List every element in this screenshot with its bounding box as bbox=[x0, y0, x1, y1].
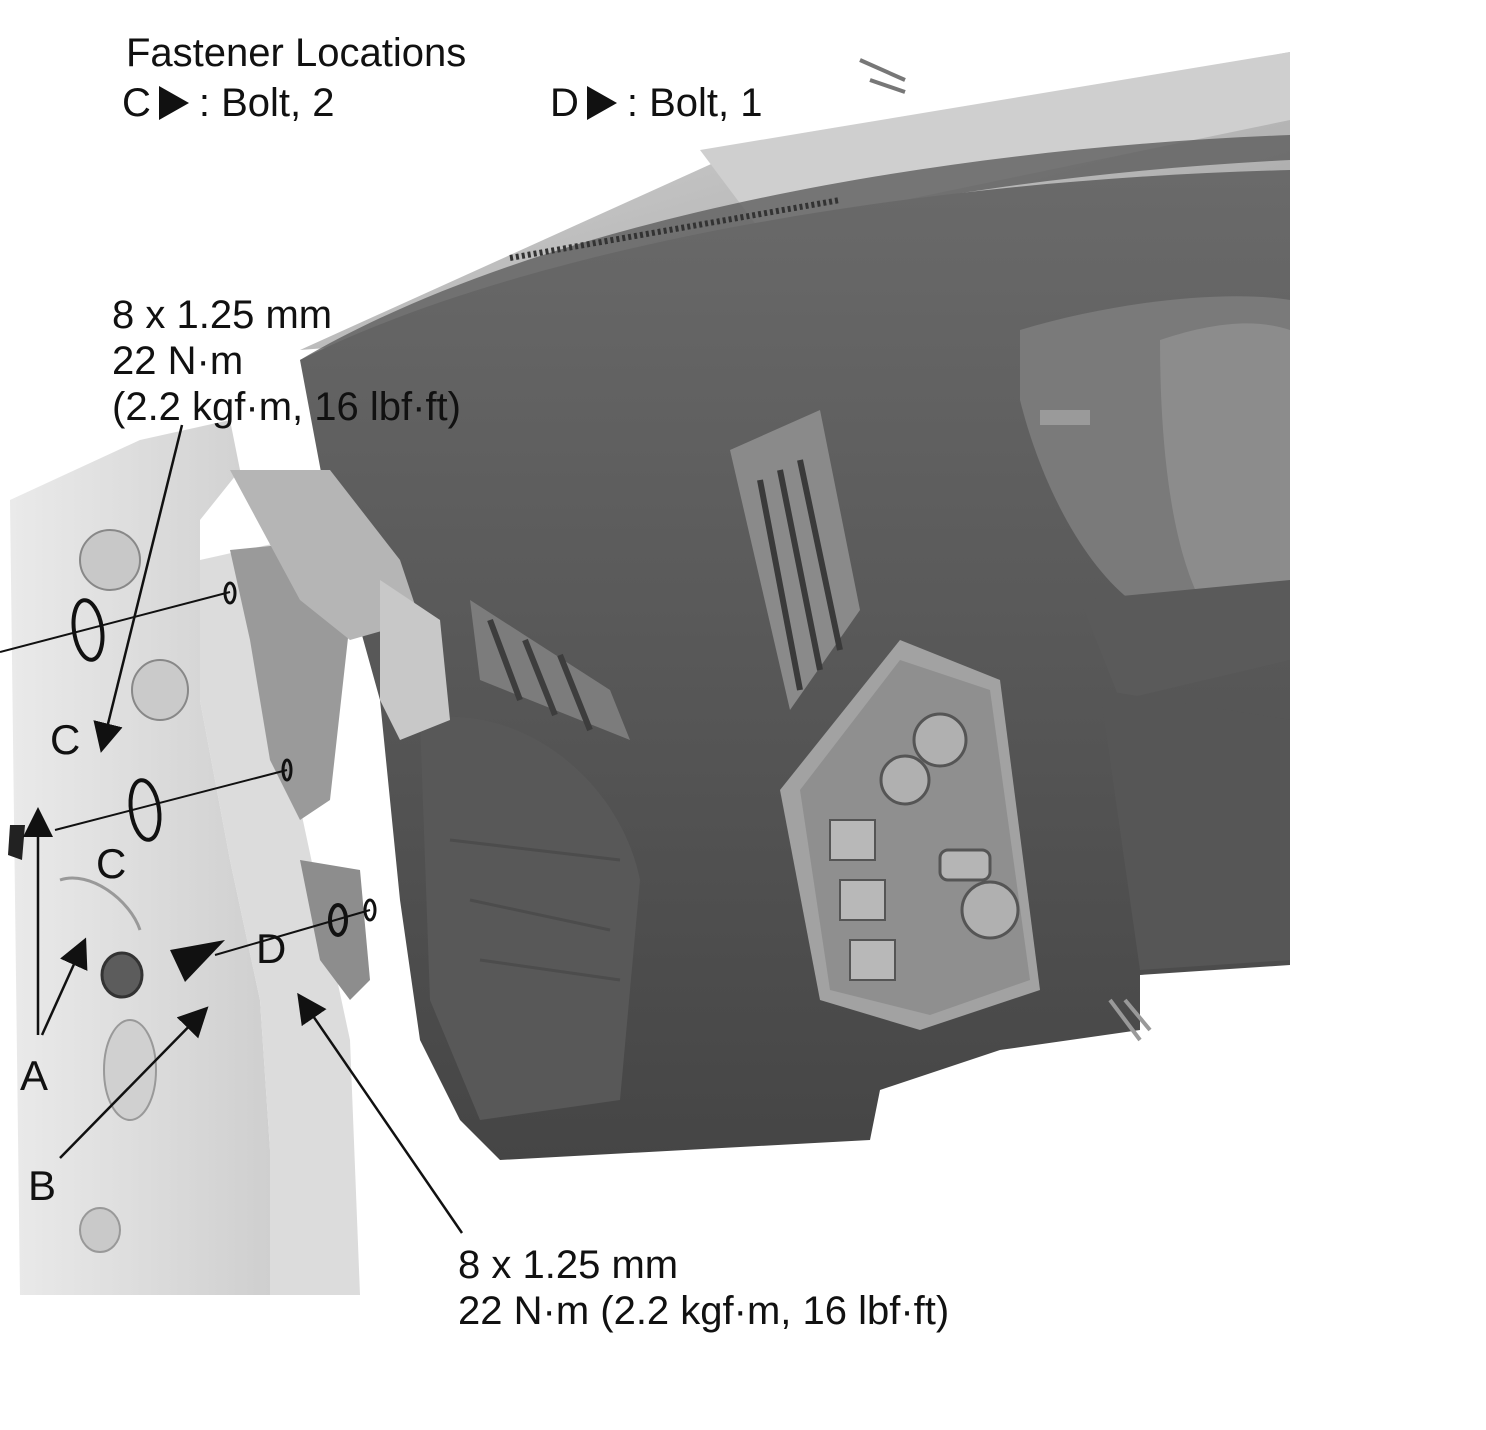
dashboard-body bbox=[300, 170, 1290, 1160]
legend-d-letter: D bbox=[550, 81, 579, 125]
label-d: D bbox=[256, 925, 287, 972]
callout-lower-line1: 8 x 1.25 mm bbox=[458, 1243, 679, 1287]
body-side-panel bbox=[8, 420, 450, 1295]
callout-lower-line2: 22 N·m (2.2 kgf·m, 16 lbf·ft) bbox=[458, 1289, 950, 1333]
callout-upper-line3: (2.2 kgf·m, 16 lbf·ft) bbox=[112, 385, 461, 429]
legend-c-letter: C bbox=[122, 81, 151, 125]
legend-item-d: D : Bolt, 1 bbox=[550, 80, 763, 126]
legend-c-text: : Bolt, 2 bbox=[198, 81, 335, 125]
triangle-marker-icon bbox=[586, 86, 617, 120]
legend-title: Fastener Locations bbox=[126, 31, 467, 75]
legend-d-text: : Bolt, 1 bbox=[626, 81, 763, 125]
label-c-lower: C bbox=[96, 840, 127, 887]
triangle-marker-icon bbox=[158, 86, 189, 120]
fastener-d-marker bbox=[170, 940, 225, 982]
callout-arrows bbox=[23, 424, 464, 1234]
callout-upper-line1: 8 x 1.25 mm bbox=[112, 293, 333, 337]
legend-item-c: C : Bolt, 2 bbox=[122, 80, 335, 126]
label-c-upper: C bbox=[50, 716, 81, 763]
torque-callout-lower: 8 x 1.25 mm 22 N·m (2.2 kgf·m, 16 lbf·ft… bbox=[458, 1242, 949, 1334]
label-b: B bbox=[28, 1162, 57, 1209]
torque-callout-upper: 8 x 1.25 mm 22 N·m (2.2 kgf·m, 16 lbf·ft… bbox=[112, 292, 461, 430]
callout-upper-line2: 22 N·m bbox=[112, 339, 244, 383]
label-a: A bbox=[20, 1052, 49, 1099]
fastener-lines bbox=[0, 581, 377, 956]
